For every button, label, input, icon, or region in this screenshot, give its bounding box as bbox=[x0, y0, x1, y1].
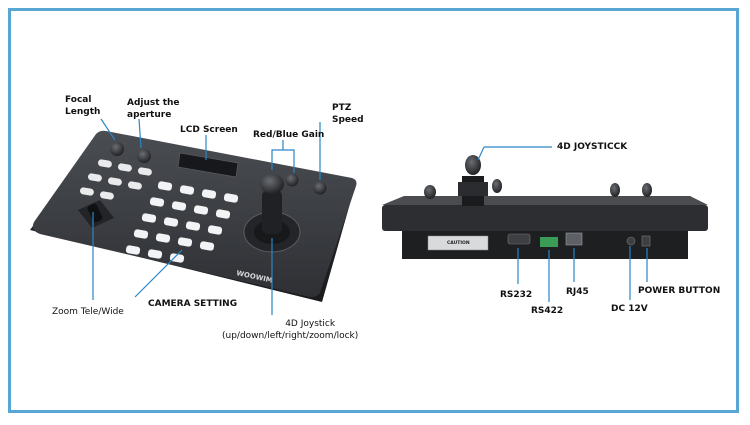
svg-text:CAUTION: CAUTION bbox=[447, 240, 470, 246]
ptz-keyboard-back-view: CAUTION bbox=[382, 155, 708, 259]
dc12v-label: DC 12V bbox=[611, 304, 648, 314]
joystick-label: 4D Joystick (up/down/left/right/zoom/loc… bbox=[222, 319, 359, 341]
rs232-label: RS232 bbox=[500, 290, 533, 300]
camera-setting-keypad bbox=[125, 181, 239, 263]
rj45-port bbox=[565, 232, 583, 246]
lcd-screen-label: LCD Screen bbox=[180, 125, 238, 135]
rs422-label: RS422 bbox=[531, 306, 564, 316]
keyboard-top-surface bbox=[32, 130, 357, 298]
rs422-port bbox=[540, 237, 558, 247]
joystick-shaft bbox=[262, 190, 282, 234]
power-button bbox=[641, 235, 651, 247]
ptz-keyboard-top-view bbox=[30, 130, 357, 302]
caution-label bbox=[427, 235, 489, 251]
power-button-label: POWER BUTTON bbox=[638, 286, 721, 296]
function-buttons bbox=[79, 159, 152, 200]
camera-setting-label: CAMERA SETTING bbox=[148, 299, 238, 309]
lcd-screen bbox=[177, 152, 239, 178]
red-blue-gain-label: Red/Blue Gain bbox=[253, 130, 325, 140]
rs232-port bbox=[507, 233, 531, 245]
red-blue-gain-knob bbox=[285, 173, 299, 187]
aperture-knob bbox=[137, 149, 151, 163]
zoom-label: Zoom Tele/Wide bbox=[52, 307, 124, 317]
joystick-head bbox=[260, 174, 284, 194]
rj45-label: RJ45 bbox=[566, 287, 589, 297]
callout-lines bbox=[92, 118, 648, 315]
back-joystick bbox=[465, 155, 481, 175]
focal-length-knob bbox=[110, 142, 124, 156]
joystick-4d-label: 4D JOYSTICCK bbox=[557, 142, 628, 152]
back-top-body bbox=[382, 205, 708, 231]
ptz-speed-knob bbox=[313, 181, 327, 195]
dc12v-port bbox=[626, 236, 636, 246]
